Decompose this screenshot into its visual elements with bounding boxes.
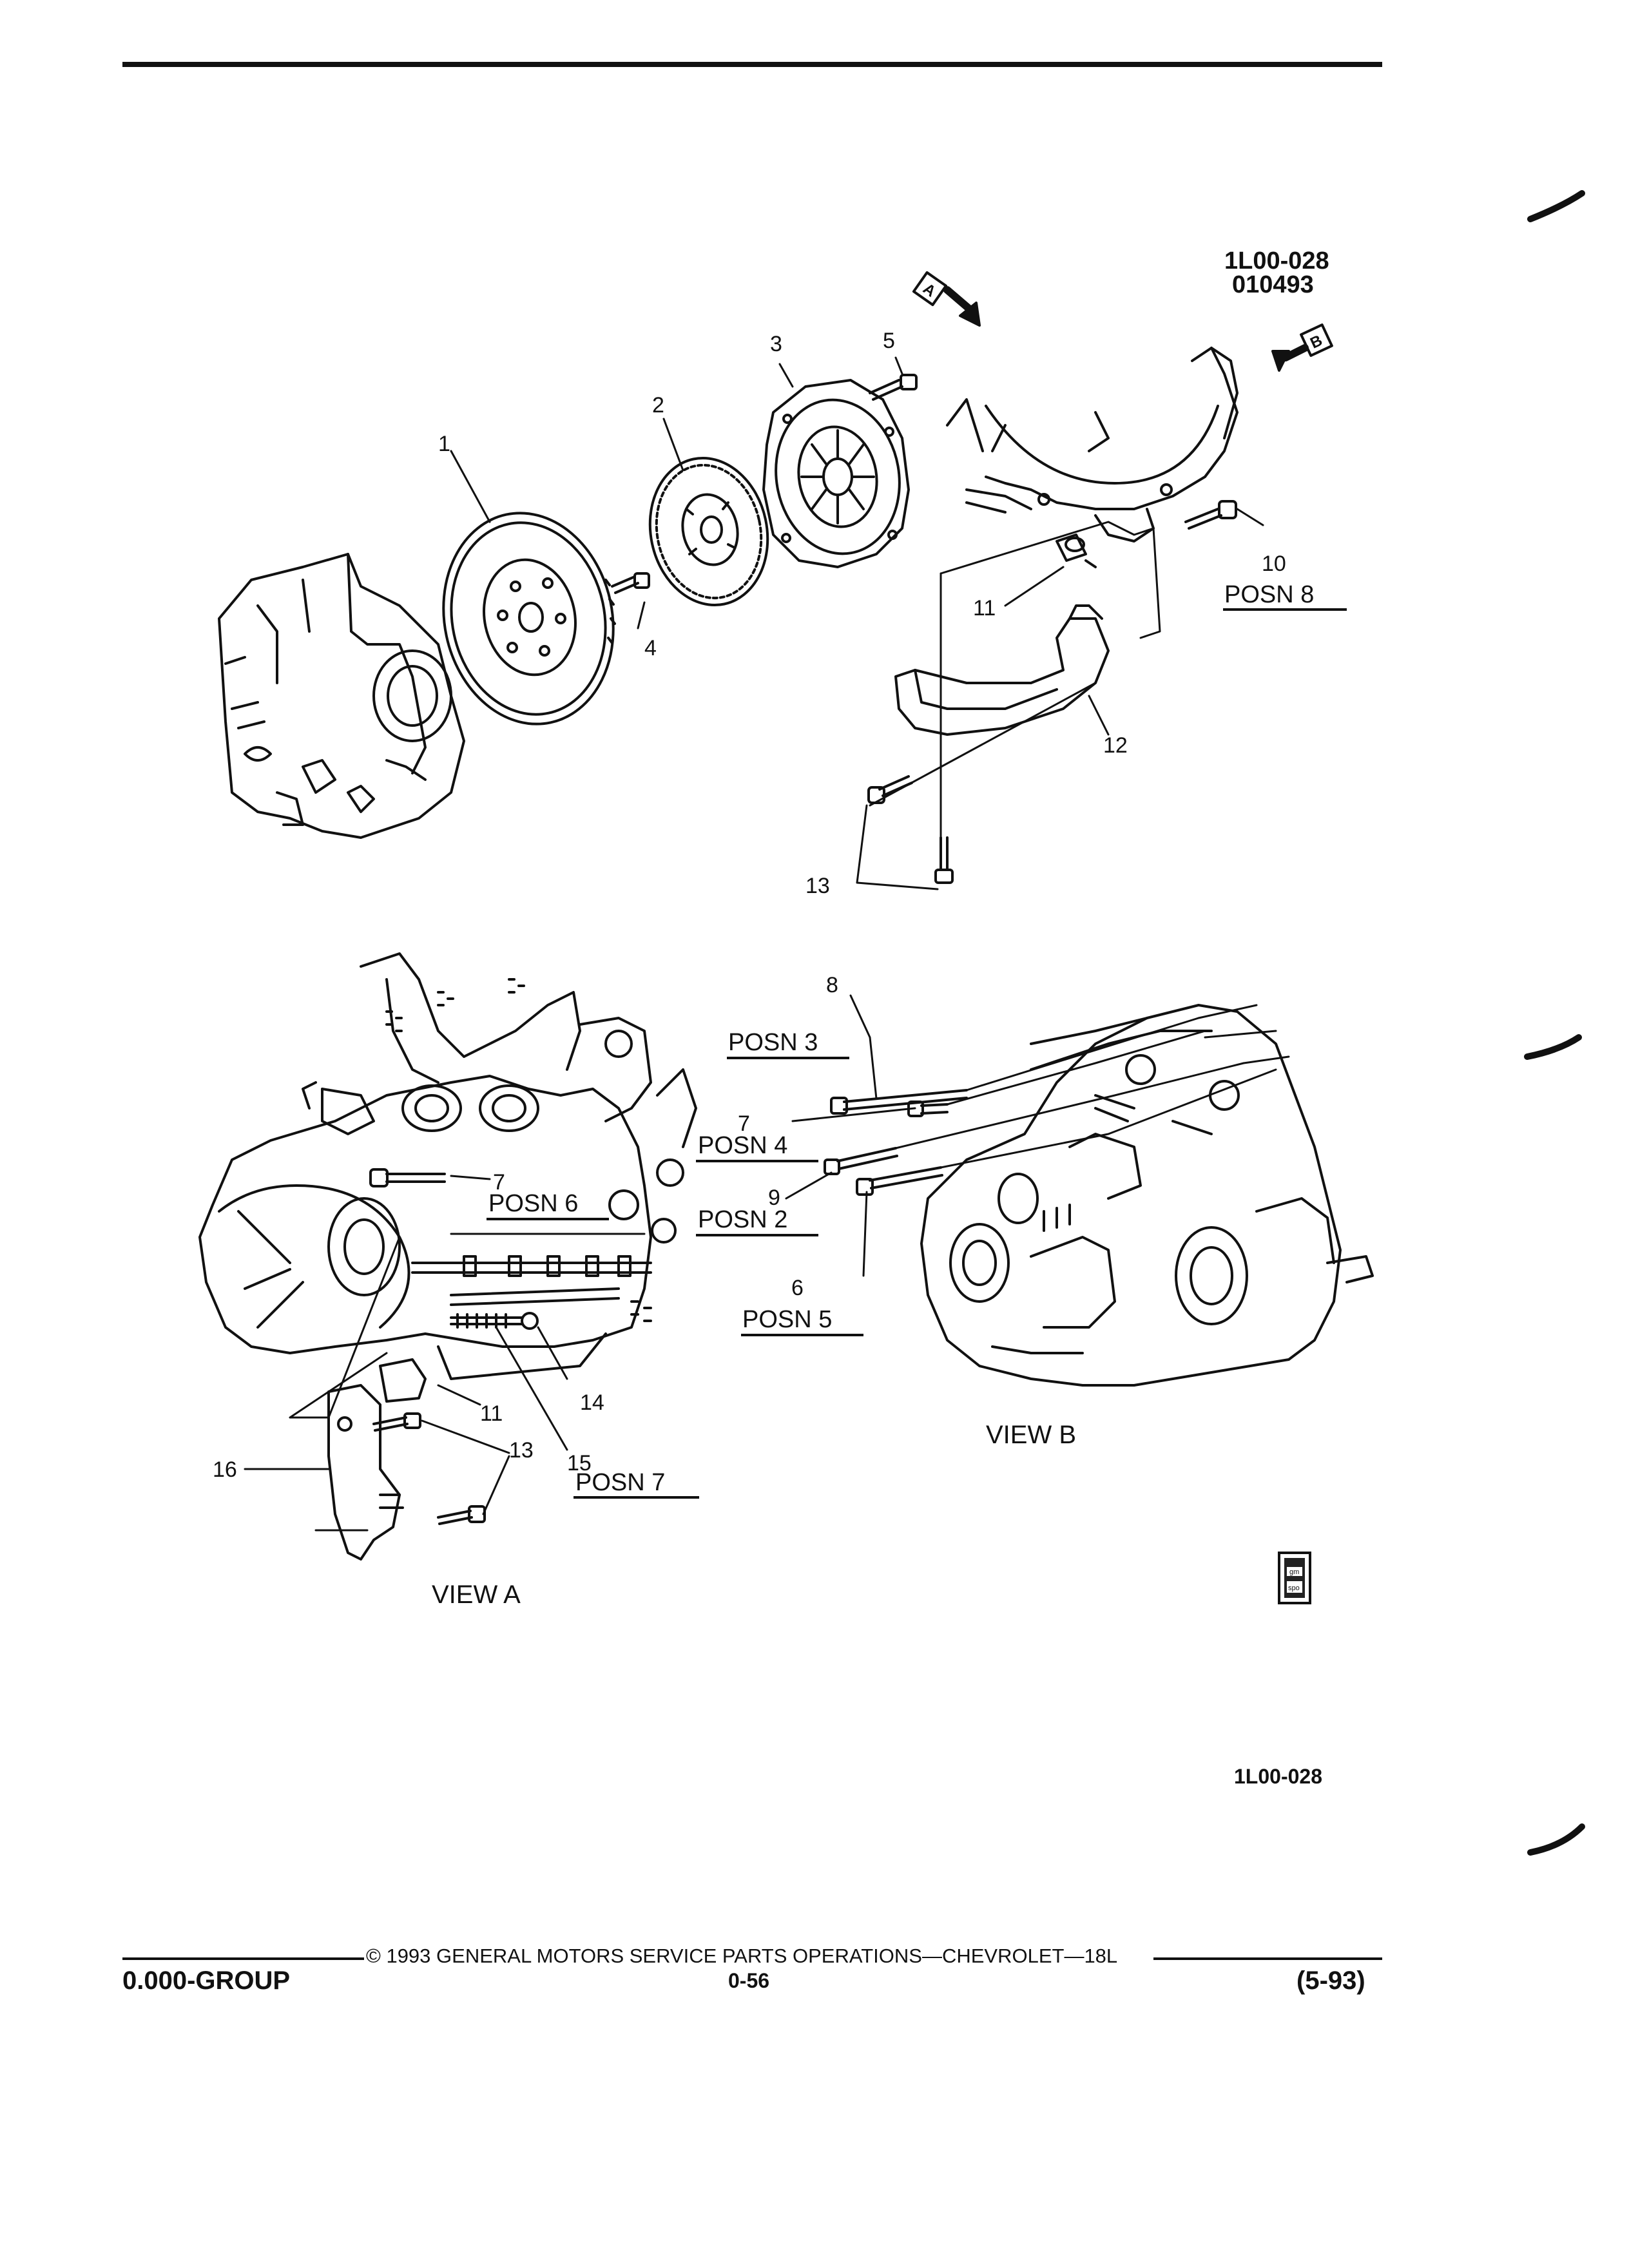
flywheel-bolt-drawing [611, 572, 650, 594]
engine-block-drawing [218, 553, 465, 839]
posn-3-label: POSN 3 [728, 1029, 818, 1056]
bolt-10-drawing [1184, 500, 1237, 530]
figure-code-bottom: 1L00-028 [1234, 1765, 1322, 1788]
view-a-callout-16: 16 [213, 1457, 237, 1482]
posn-6-label: POSN 6 [488, 1190, 578, 1217]
upper-leader-lines [450, 356, 1264, 890]
arrow-a-drawing [912, 271, 981, 327]
view-a-callout-11: 11 [480, 1401, 503, 1426]
view-a-callout-15: 15 [567, 1451, 592, 1475]
view-b-bolts-drawing [824, 1089, 968, 1196]
margin-mark-3 [1527, 1823, 1585, 1856]
figure-code-line1: 1L00-028 [1224, 247, 1329, 274]
footer-rule-left [122, 1957, 364, 1960]
margin-mark-1 [1527, 190, 1585, 222]
callout-10: 10 [1262, 552, 1286, 576]
top-rule [122, 62, 1382, 67]
callout-2: 2 [652, 393, 664, 418]
view-a-callout-7: 7 [493, 1170, 505, 1195]
pressure-plate-drawing [762, 379, 910, 568]
posn-7-label: POSN 7 [575, 1469, 665, 1496]
view-a-callout-13: 13 [509, 1438, 534, 1463]
footer-rule-right [1153, 1957, 1382, 1960]
view-b-callout-9: 9 [768, 1186, 780, 1210]
logo-text-bottom: spo [1288, 1584, 1300, 1592]
footer-page-number: 0-56 [728, 1969, 770, 1992]
pressure-plate-bolt-drawing [869, 374, 918, 401]
view-b-drawing [920, 1004, 1374, 1387]
figure-code-line2: 010493 [1232, 271, 1314, 298]
view-b-callout-6: 6 [791, 1276, 804, 1300]
callout-3: 3 [770, 332, 782, 356]
view-b-leader-lines [785, 994, 1290, 1277]
footer-date-code: (5-93) [1296, 1966, 1365, 1995]
callout-11: 11 [973, 596, 996, 620]
view-a-drawing [198, 952, 697, 1561]
view-a-leader-lines [244, 1175, 646, 1532]
footer-group: 0.000-GROUP [122, 1966, 291, 1995]
view-b-label: VIEW B [986, 1421, 1076, 1449]
view-a-label: VIEW A [432, 1581, 521, 1609]
logo-text-top: gm [1289, 1568, 1299, 1576]
callout-13: 13 [805, 874, 830, 898]
view-b-callout-8: 8 [826, 973, 838, 997]
view-b-callout-7: 7 [738, 1111, 750, 1136]
arrow-b-drawing [1271, 323, 1333, 372]
posn-8-label: POSN 8 [1224, 581, 1314, 608]
view-a-callout-14: 14 [580, 1390, 604, 1415]
flywheel-drawing [442, 512, 616, 726]
cover-plate-12-drawing [894, 604, 1110, 736]
callout-12: 12 [1103, 733, 1128, 758]
callout-5: 5 [883, 329, 895, 353]
callout-4: 4 [644, 636, 657, 660]
clutch-disc-drawing [648, 456, 769, 607]
posn-2-label: POSN 2 [698, 1206, 787, 1233]
margin-mark-2 [1524, 1034, 1582, 1060]
posn-4-label: POSN 4 [698, 1132, 787, 1159]
gmspo-logo: gm spo [1278, 1552, 1311, 1604]
posn-underlines [487, 608, 1347, 1499]
posn-5-label: POSN 5 [742, 1306, 832, 1333]
dowel-11-drawing [1055, 533, 1097, 568]
bellhousing-drawing [946, 347, 1239, 543]
footer-copyright: © 1993 GENERAL MOTORS SERVICE PARTS OPER… [366, 1945, 1118, 1967]
callout-1: 1 [438, 432, 450, 456]
